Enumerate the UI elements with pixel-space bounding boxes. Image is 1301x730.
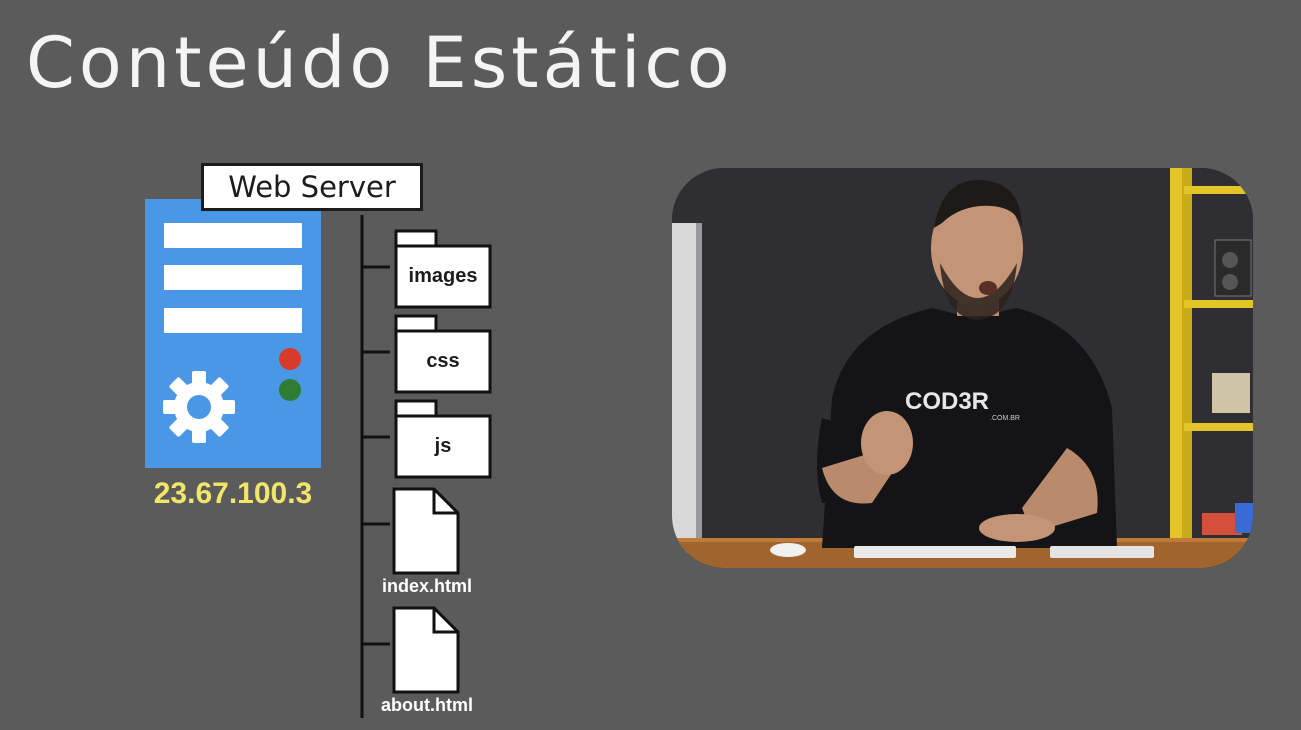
- server-ip-address: 23.67.100.3: [153, 477, 313, 510]
- folder-css: css: [394, 314, 492, 394]
- folder-label: images: [408, 265, 478, 287]
- file-icon: [392, 606, 460, 694]
- server-label: Web Server: [201, 163, 423, 211]
- status-led-green: [279, 379, 301, 401]
- folder-js: js: [394, 399, 492, 479]
- shirt-logo: COD3R: [905, 388, 989, 415]
- folder-icon: [394, 399, 492, 479]
- server-icon: [145, 199, 321, 468]
- server-slot: [164, 223, 302, 248]
- file-label: index.html: [381, 576, 472, 596]
- folder-icon: [394, 314, 492, 394]
- folder-label: css: [426, 350, 460, 372]
- tree-connector: [360, 215, 390, 718]
- folder-icon: [394, 229, 492, 309]
- gear-icon: [163, 371, 235, 443]
- slide-title: Conteúdo Estático: [26, 22, 734, 104]
- file-icon: [392, 487, 460, 575]
- file-label: about.html: [381, 695, 473, 715]
- server-slot: [164, 308, 302, 333]
- shirt-logo-sub: .COM.BR: [990, 415, 1020, 422]
- file-about-html: about.html: [378, 606, 476, 721]
- file-index-html: index.html: [378, 487, 476, 602]
- presenter-image: COD3R .COM.BR: [672, 168, 1253, 568]
- server-slot: [164, 265, 302, 290]
- folder-images: images: [394, 229, 492, 309]
- status-led-red: [279, 348, 301, 370]
- presenter-video: COD3R .COM.BR: [672, 168, 1253, 568]
- folder-label: js: [434, 435, 452, 457]
